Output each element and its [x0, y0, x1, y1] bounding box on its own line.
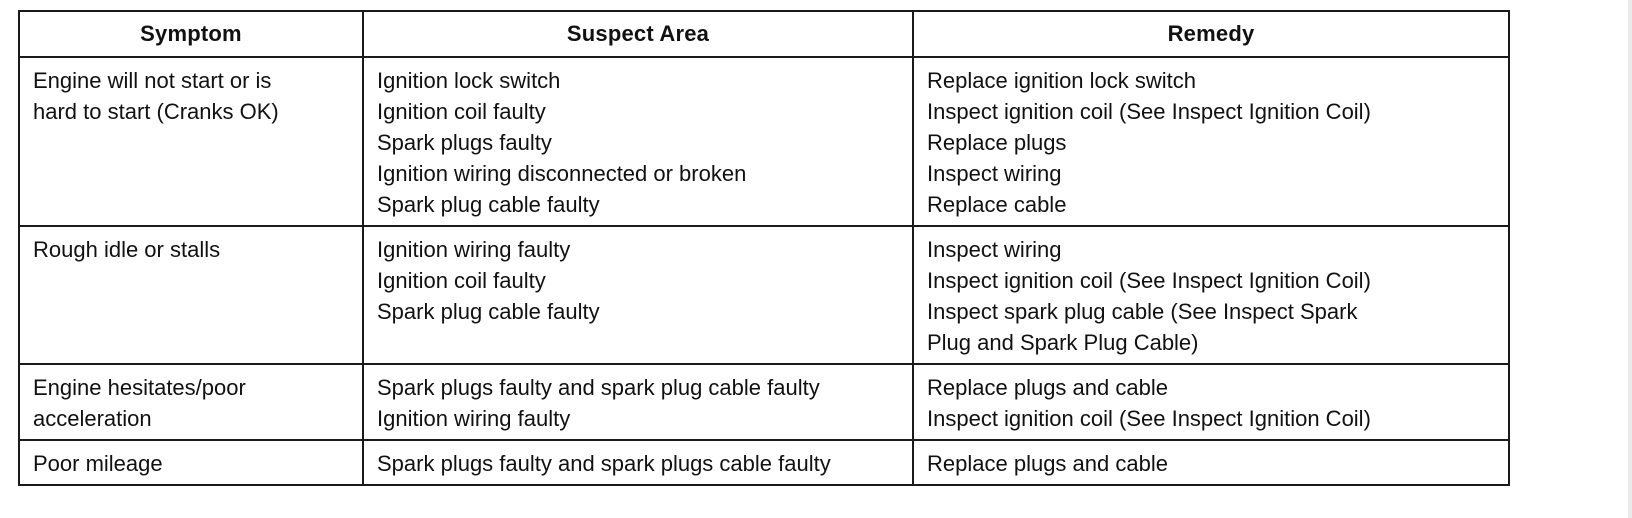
table-row: Poor mileage Spark plugs faulty and spar…: [18, 439, 1510, 486]
suspect-item: Spark plugs faulty and spark plugs cable…: [377, 451, 831, 476]
suspect-item: Ignition coil faulty: [377, 268, 546, 293]
remedy-item: Inspect wiring: [927, 237, 1062, 262]
remedy-item: Inspect spark plug cable (See Inspect Sp…: [927, 299, 1358, 324]
table-header-row: Symptom Suspect Area Remedy: [18, 10, 1510, 58]
remedy-cell: Replace plugs and cable: [912, 439, 1510, 486]
remedy-item: Inspect ignition coil (See Inspect Ignit…: [927, 406, 1371, 431]
symptom-cell: Engine hesitates/poor acceleration: [18, 363, 364, 441]
remedy-item: Plug and Spark Plug Cable): [927, 330, 1199, 355]
symptom-text: Engine will not start or is: [33, 68, 272, 93]
remedy-item: Replace plugs and cable: [927, 451, 1168, 476]
suspect-item: Spark plug cable faulty: [377, 299, 600, 324]
remedy-cell: Replace plugs and cable Inspect ignition…: [912, 363, 1510, 441]
remedy-item: Replace plugs and cable: [927, 375, 1168, 400]
suspect-area-cell: Spark plugs faulty and spark plugs cable…: [362, 439, 914, 486]
suspect-item: Ignition wiring faulty: [377, 406, 571, 431]
suspect-item: Ignition lock switch: [377, 68, 561, 93]
symptom-text: Rough idle or stalls: [33, 237, 221, 262]
remedy-item: Replace cable: [927, 192, 1067, 217]
page-edge: [1628, 0, 1632, 518]
symptom-cell: Rough idle or stalls: [18, 225, 364, 365]
symptom-cell: Engine will not start or is hard to star…: [18, 56, 364, 227]
suspect-item: Ignition wiring faulty: [377, 237, 571, 262]
table-row: Engine will not start or is hard to star…: [18, 56, 1510, 227]
suspect-item: Spark plug cable faulty: [377, 192, 600, 217]
remedy-cell: Inspect wiring Inspect ignition coil (Se…: [912, 225, 1510, 365]
symptom-text: Engine hesitates/poor: [33, 375, 246, 400]
remedy-item: Replace plugs: [927, 130, 1067, 155]
header-remedy: Remedy: [912, 10, 1510, 58]
suspect-area-cell: Ignition lock switch Ignition coil fault…: [362, 56, 914, 227]
remedy-item: Inspect ignition coil (See Inspect Ignit…: [927, 268, 1371, 293]
suspect-item: Spark plugs faulty: [377, 130, 552, 155]
remedy-item: Inspect ignition coil (See Inspect Ignit…: [927, 99, 1371, 124]
symptom-text: hard to start (Cranks OK): [33, 99, 279, 124]
suspect-item: Ignition wiring disconnected or broken: [377, 161, 747, 186]
remedy-cell: Replace ignition lock switch Inspect ign…: [912, 56, 1510, 227]
remedy-item: Inspect wiring: [927, 161, 1062, 186]
troubleshooting-table: Symptom Suspect Area Remedy Engine will …: [18, 10, 1510, 486]
table-row: Engine hesitates/poor acceleration Spark…: [18, 363, 1510, 441]
symptom-text: acceleration: [33, 406, 152, 431]
suspect-item: Spark plugs faulty and spark plug cable …: [377, 375, 820, 400]
suspect-item: Ignition coil faulty: [377, 99, 546, 124]
remedy-item: Replace ignition lock switch: [927, 68, 1197, 93]
table-row: Rough idle or stalls Ignition wiring fau…: [18, 225, 1510, 365]
header-symptom: Symptom: [18, 10, 364, 58]
suspect-area-cell: Spark plugs faulty and spark plug cable …: [362, 363, 914, 441]
symptom-text: Poor mileage: [33, 451, 163, 476]
suspect-area-cell: Ignition wiring faulty Ignition coil fau…: [362, 225, 914, 365]
symptom-cell: Poor mileage: [18, 439, 364, 486]
header-suspect-area: Suspect Area: [362, 10, 914, 58]
